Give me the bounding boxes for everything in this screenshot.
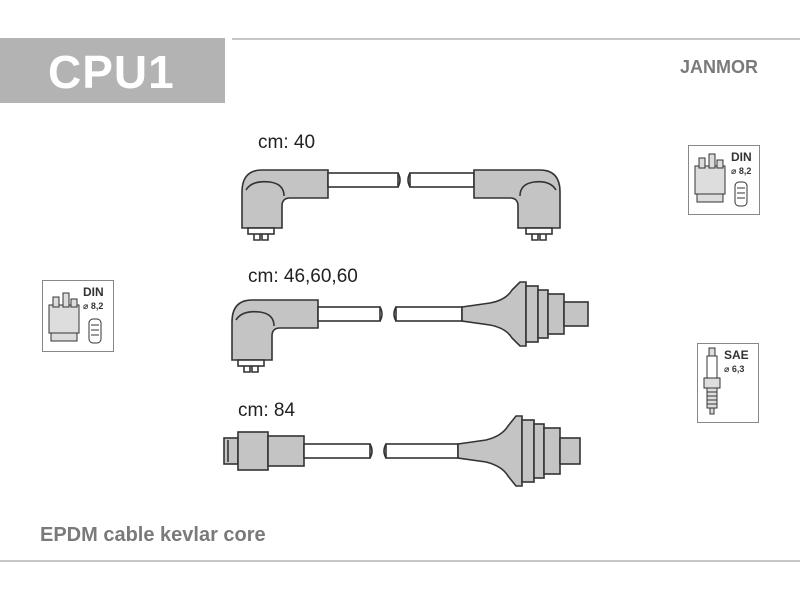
part-code: CPU1 — [48, 46, 175, 98]
distributor-left-standard: DIN — [83, 285, 104, 299]
header-divider — [232, 38, 800, 40]
distributor-left-spec: ⌀ 8,2 — [83, 301, 104, 311]
distributor-cap-icon — [48, 292, 102, 344]
spark-plug-icon — [703, 347, 721, 415]
spark-plug-sae-badge: SAE ⌀ 6,3 — [697, 343, 759, 423]
footer-divider — [0, 560, 800, 562]
cable-1-length: cm: 40 — [258, 132, 316, 153]
distributor-din-badge-left: DIN ⌀ 8,2 — [42, 280, 114, 352]
distributor-right-standard: DIN — [731, 150, 752, 164]
cable-2 — [231, 281, 589, 373]
cable-1 — [241, 169, 561, 241]
brand-name: JANMOR — [680, 57, 759, 77]
cable-3-length: cm: 84 — [238, 400, 296, 421]
cable-description: EPDM cable kevlar core — [40, 524, 266, 546]
cable-3 — [223, 415, 581, 487]
spark-plug-spec: ⌀ 6,3 — [724, 364, 745, 374]
distributor-din-badge-right: DIN ⌀ 8,2 — [688, 145, 760, 215]
distributor-cap-icon — [694, 153, 748, 207]
spark-plug-standard: SAE — [724, 348, 749, 362]
distributor-right-spec: ⌀ 8,2 — [731, 166, 752, 176]
part-code-banner — [0, 38, 225, 103]
cable-2-length: cm: 46,60,60 — [248, 266, 358, 287]
